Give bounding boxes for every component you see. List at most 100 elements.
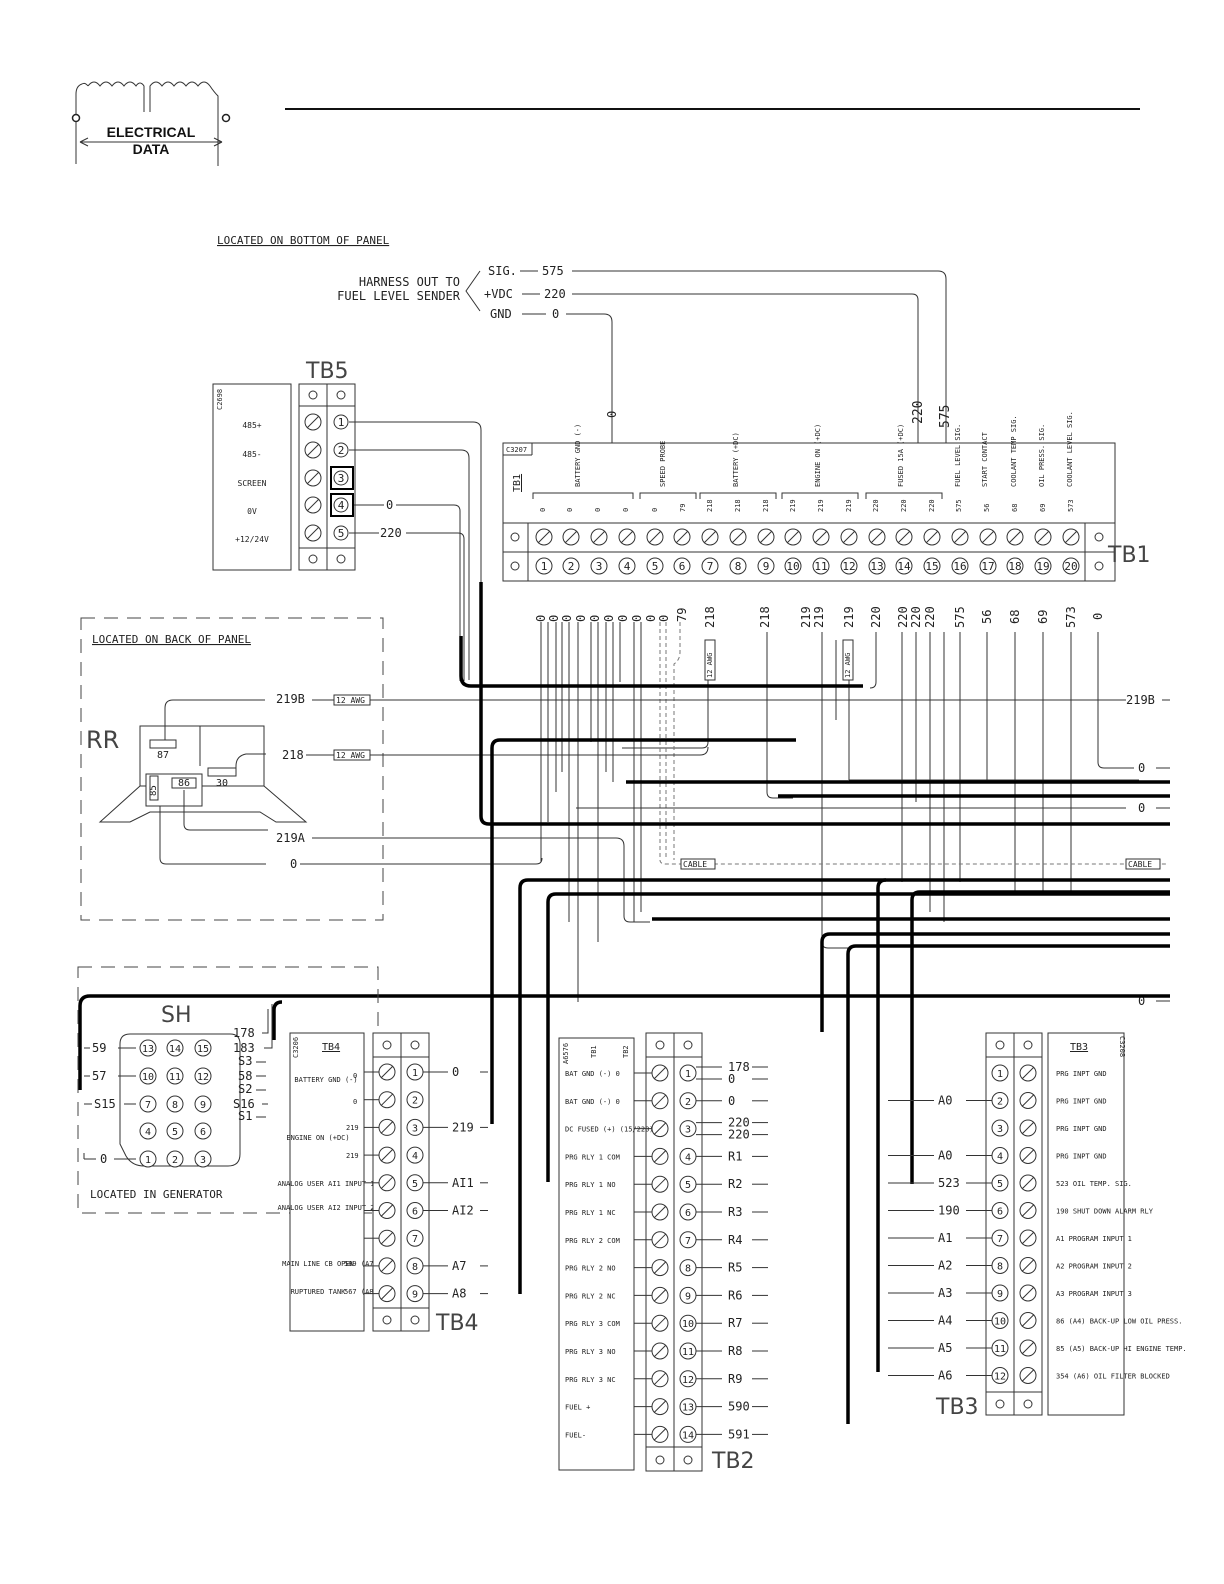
tb4-terminal-8: 8: [412, 1262, 418, 1273]
tb3-label-4: PRG INPT GND: [1056, 1153, 1107, 1161]
logo-line1: ELECTRICAL: [107, 124, 196, 140]
right-label-cable: CABLE: [1128, 860, 1152, 869]
tb4-screw-9: [378, 1285, 396, 1303]
tb4-code-3: 219: [346, 1124, 359, 1132]
tb2-label-7: PRG RLY 2 COM: [565, 1237, 620, 1245]
tb1-screw-7: [701, 528, 719, 546]
tb4-wire-9: A8: [452, 1287, 466, 1301]
tb4-label-3: ANALOG USER AI1 INPUT 1: [278, 1180, 375, 1188]
tb3-label-1: PRG INPT GND: [1056, 1070, 1107, 1078]
tb1-group-4: ENGINE ON (+DC): [814, 424, 822, 487]
sh-pin-11: 11: [169, 1072, 181, 1083]
tb1-terminal-ring-6: [673, 557, 691, 575]
tb4-code-4: 219: [346, 1152, 359, 1160]
tb1-above-575: 575: [938, 405, 953, 428]
tb1-top-wires: 0 0 0 0 0 79 218 218 218 219 219 219 220…: [539, 499, 1075, 512]
tb4-label-5: MAIN LINE CB OPEN: [282, 1260, 354, 1268]
tb3-wire-4: A0: [938, 1149, 952, 1163]
tb2-terminal-10: 10: [682, 1319, 694, 1330]
tb3-wire-8: A2: [938, 1259, 952, 1273]
tb1-bottom-wire-11: 79: [675, 608, 689, 622]
tb1-terminal-ring-10: [784, 557, 802, 575]
tb2-screw-7: [651, 1231, 669, 1249]
harness-line1: HARNESS OUT TO: [359, 275, 460, 289]
tb3-wire-12: A6: [938, 1369, 952, 1383]
tb3-label-12: 354 (A6) OIL FILTER BLOCKED: [1056, 1373, 1170, 1381]
tb1-terminal-8: 8: [735, 560, 742, 573]
tb2-wire-9: R4: [728, 1233, 742, 1247]
tb1-terminal-4: 4: [624, 560, 631, 573]
tb1-top-wire-6: 79: [679, 504, 687, 512]
tb1-group-5: FUSED 15A (+DC): [897, 424, 905, 487]
tb1-terminal-ring-7: [701, 557, 719, 575]
note-bottom-panel: LOCATED ON BOTTOM OF PANEL: [217, 234, 390, 247]
tb4-terminal-2: 2: [412, 1096, 418, 1107]
right-label-219b: 219B: [1126, 693, 1155, 707]
tb3-screw-12: [1019, 1367, 1037, 1384]
tb1-bottom-wire-7: 0: [616, 615, 630, 622]
tb1-screw-3: [590, 528, 608, 546]
tb1-terminal-14: 14: [897, 560, 911, 573]
sh-pin-9: 9: [200, 1100, 206, 1111]
tb1-terminal-5: 5: [652, 560, 659, 573]
tb1-terminal-10: 10: [786, 560, 799, 573]
tb1-screw-13: [868, 528, 886, 546]
tb2-terminal-14: 14: [682, 1430, 694, 1441]
rr-pin-87: 87: [157, 750, 169, 761]
tb1-terminal-ring-4: [618, 557, 636, 575]
tb1-terminal-ring-5: [646, 557, 664, 575]
tb3-label-3: PRG INPT GND: [1056, 1125, 1107, 1133]
tb4-wire-1: 0: [452, 1065, 459, 1079]
tb2-screw-13: [651, 1398, 669, 1416]
tb3-terminal-2: 2: [997, 1097, 1003, 1108]
tb1-screw-9: [757, 528, 775, 546]
sh-pin-5: 5: [172, 1127, 178, 1138]
tb1-group-9: OIL PRESS. SIG.: [1038, 424, 1046, 487]
tb1-top-wire-13: 220: [872, 499, 880, 512]
tb3-terminal-4: 4: [997, 1152, 1003, 1163]
tb2-wire-5: 220: [728, 1128, 750, 1142]
tb1-terminal-15: 15: [925, 560, 938, 573]
tb4-terminal-9: 9: [412, 1290, 418, 1301]
tb4-title: TB4: [435, 1311, 479, 1336]
rr-awg-2: 12 AWG: [336, 751, 365, 760]
tb1-screw-17: [979, 528, 997, 546]
tb1-top-wire-15: 220: [928, 499, 936, 512]
tb1-top-wire-12: 219: [845, 499, 853, 512]
sh-pin-13: 13: [142, 1044, 154, 1055]
tb3-screw-9: [1019, 1284, 1037, 1302]
tb2-screw-10: [651, 1314, 669, 1332]
tb3-tag: TB3: [1070, 1042, 1088, 1053]
tb3-screw-7: [1019, 1229, 1037, 1247]
tb3-terminal-6: 6: [997, 1207, 1003, 1218]
right-label-0-c: 0: [1138, 994, 1145, 1008]
tb1-top-wire-4: 0: [622, 508, 630, 512]
tb1-top-wire-2: 0: [566, 508, 574, 512]
tb2-label-12: PRG RLY 3 NC: [565, 1376, 616, 1384]
harness-gnd-label: GND: [490, 307, 512, 321]
tb4-screw-5: [378, 1174, 396, 1192]
logo-line2: DATA: [133, 141, 170, 157]
tb1-bottom-wire-14: 219: [799, 606, 813, 628]
tb2-header-left: TB1: [590, 1045, 598, 1058]
tb5-label-2: 485-: [242, 450, 261, 459]
sh-left-wire-s15: S15: [94, 1097, 116, 1111]
tb4-label-4: ANALOG USER AI2 INPUT 2: [278, 1204, 375, 1212]
tb1-terminal-ring-12: [840, 557, 858, 575]
tb3-label-7: A1 PROGRAM INPUT 1: [1056, 1235, 1132, 1243]
harness-sig-wire: 575: [542, 264, 564, 278]
tb1-top-wire-10: 219: [789, 499, 797, 512]
tb4-terminal-6: 6: [412, 1207, 418, 1218]
tb2-terminal-13: 13: [682, 1403, 694, 1414]
tb2-terminal-4: 4: [685, 1152, 691, 1163]
tb3-screw-11: [1019, 1339, 1037, 1357]
tb1-terminal-ring-14: [895, 557, 913, 575]
tb4-tag: TB4: [322, 1042, 340, 1053]
tb1-group-6: FUEL LEVEL SIG.: [954, 424, 962, 487]
tb1-bottom-wire-2: 0: [547, 615, 561, 622]
tb2-module: A6576: [562, 1043, 570, 1064]
tb1-bottom-wire-17: 220: [869, 606, 883, 628]
tb5-terminal-3: 3: [338, 472, 345, 485]
